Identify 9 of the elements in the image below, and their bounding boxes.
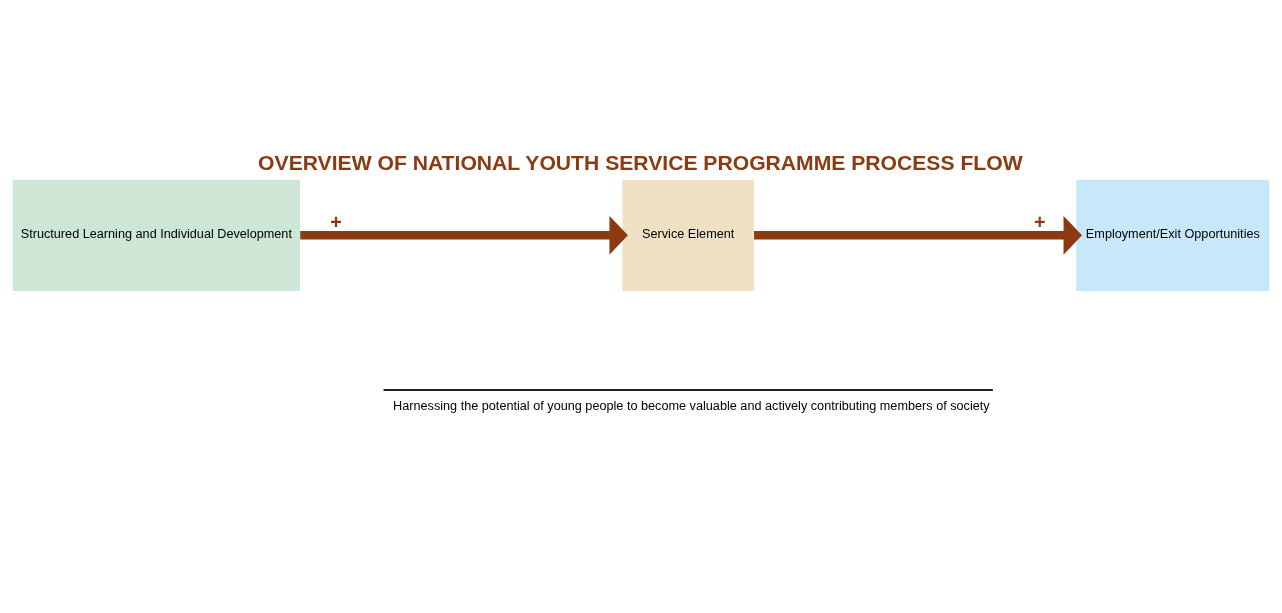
caption: Harnessing the potential of young people to become valuable and actively contributing members of society bbox=[393, 398, 990, 413]
edge-label: + bbox=[1034, 210, 1046, 233]
diagram-title: OVERVIEW OF NATIONAL YOUTH SERVICE PROGRAMME PROCESS FLOW bbox=[258, 150, 1023, 174]
arrow bbox=[300, 215, 628, 255]
arrow bbox=[754, 215, 1083, 255]
node-box: Structured Learning and Individual Development bbox=[12, 179, 301, 291]
edge-label: + bbox=[330, 210, 342, 233]
node-box: Service Element bbox=[622, 179, 755, 291]
node-box: Employment/Exit Opportunities bbox=[1076, 179, 1270, 291]
